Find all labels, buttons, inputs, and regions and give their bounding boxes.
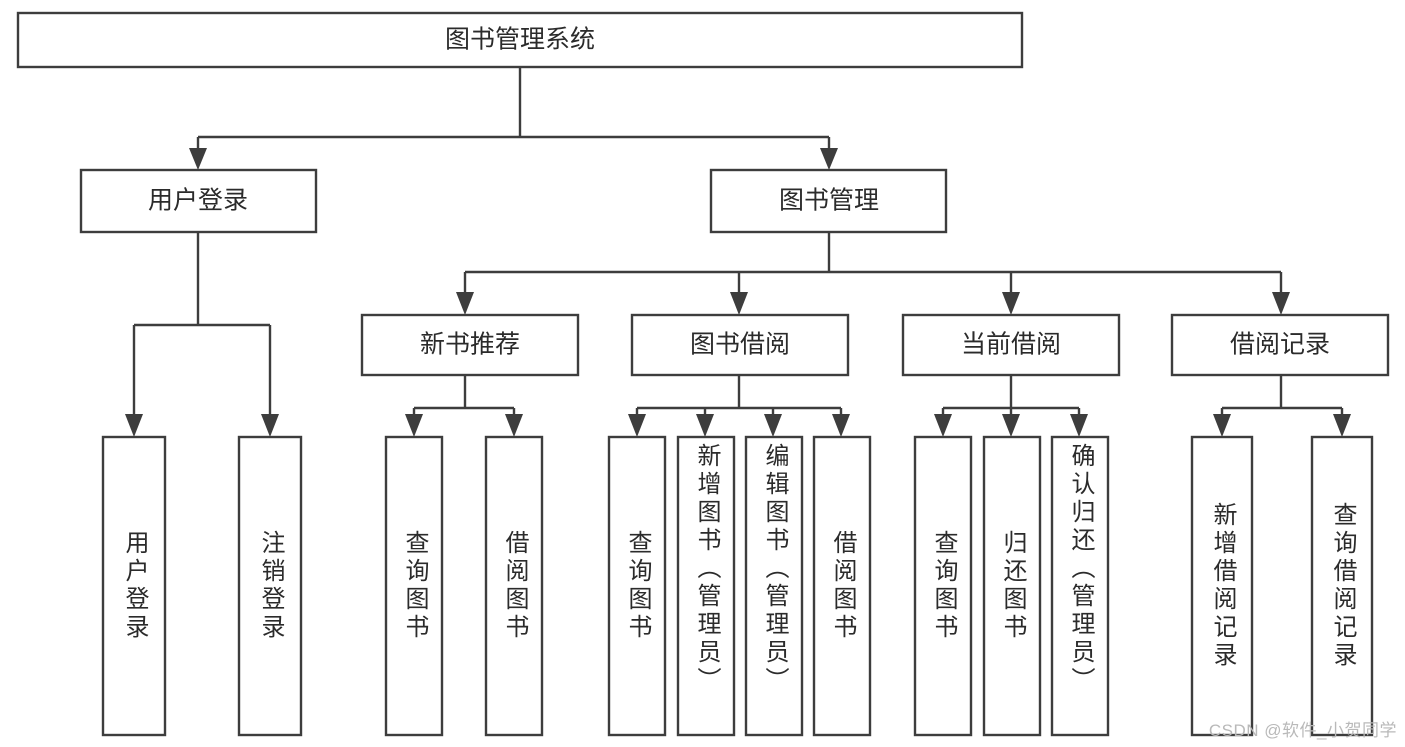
arrow-head-leaf-b2 [696, 414, 714, 437]
leaf-box-user-login-1[interactable] [101, 435, 167, 737]
leaf-box-user-login-2[interactable] [237, 435, 303, 737]
arrow-head-borrow-record [1272, 292, 1290, 315]
connector-layer [125, 67, 1351, 437]
csdn-watermark: CSDN @软件_小贺同学 [1208, 721, 1397, 740]
leaf-box-layer [101, 435, 1374, 737]
node-root-book-management-system[interactable]: 图书管理系统 [16, 11, 1024, 69]
arrow-head-book-borrow [730, 292, 748, 315]
arrow-head-leaf-n1 [405, 414, 423, 437]
node-borrow-record[interactable]: 借阅记录 [1170, 313, 1390, 377]
node-current-borrow-box[interactable] [901, 313, 1121, 377]
leaf-box-new-book-1[interactable] [384, 435, 444, 737]
node-book-borrow-label: 图书借阅 [690, 331, 790, 359]
node-book-borrow-box[interactable] [630, 313, 850, 377]
leaf-box-book-borrow-3[interactable] [744, 435, 804, 737]
node-user-login-box[interactable] [79, 168, 318, 234]
arrow-head-new-book [456, 292, 474, 315]
node-current-borrow-label: 当前借阅 [961, 331, 1061, 359]
arrow-head-leaf-r2 [1333, 414, 1351, 437]
arrow-head-leaf-c2 [1002, 414, 1020, 437]
node-book-management-label: 图书管理 [779, 187, 879, 215]
leaf-box-current-borrow-1[interactable] [913, 435, 973, 737]
arrow-head-user-login [189, 148, 207, 170]
arrow-head-leaf-u1 [125, 414, 143, 437]
arrow-head-leaf-b1 [628, 414, 646, 437]
node-book-borrow[interactable]: 图书借阅 [630, 313, 850, 377]
node-new-book-recommend[interactable]: 新书推荐 [360, 313, 580, 377]
arrow-head-leaf-r1 [1213, 414, 1231, 437]
node-new-book-recommend-label: 新书推荐 [420, 331, 520, 359]
node-root-box[interactable] [16, 11, 1024, 69]
leaf-box-book-borrow-1[interactable] [607, 435, 667, 737]
node-book-management-box[interactable] [709, 168, 948, 234]
node-new-book-recommend-box[interactable] [360, 313, 580, 377]
arrow-head-leaf-c1 [934, 414, 952, 437]
node-user-login-label: 用户登录 [148, 187, 248, 215]
arrow-head-leaf-n2 [505, 414, 523, 437]
node-borrow-record-box[interactable] [1170, 313, 1390, 377]
node-root-label: 图书管理系统 [445, 26, 595, 54]
leaf-box-new-book-2[interactable] [484, 435, 544, 737]
leaf-box-book-borrow-4[interactable] [812, 435, 872, 737]
leaf-box-book-borrow-2[interactable] [676, 435, 736, 737]
arrow-head-current-borrow [1002, 292, 1020, 315]
arrow-head-leaf-b3 [764, 414, 782, 437]
arrow-head-leaf-c3 [1070, 414, 1088, 437]
arrow-head-leaf-u2 [261, 414, 279, 437]
leaf-box-current-borrow-2[interactable] [982, 435, 1042, 737]
node-user-login[interactable]: 用户登录 [79, 168, 318, 234]
node-current-borrow[interactable]: 当前借阅 [901, 313, 1121, 377]
arrow-head-leaf-b4 [832, 414, 850, 437]
leaf-box-current-borrow-3[interactable] [1050, 435, 1110, 737]
leaf-box-borrow-record-1[interactable] [1190, 435, 1254, 737]
node-borrow-record-label: 借阅记录 [1230, 331, 1330, 359]
node-book-management[interactable]: 图书管理 [709, 168, 948, 234]
arrow-head-book-manage [820, 148, 838, 170]
leaf-box-borrow-record-2[interactable] [1310, 435, 1374, 737]
